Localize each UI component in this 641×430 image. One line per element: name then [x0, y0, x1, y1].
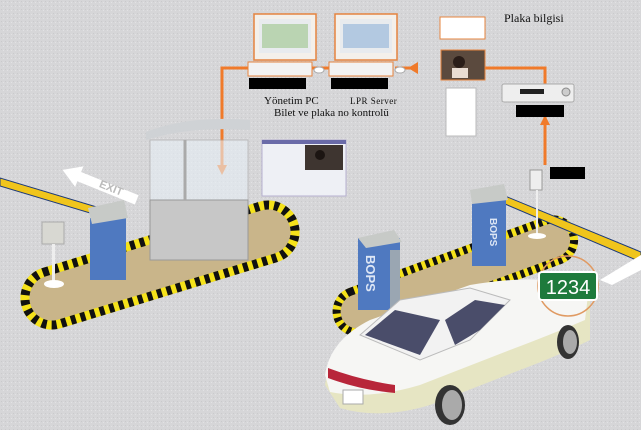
ticket-reader-left [41, 221, 65, 288]
management-pc-label: Yönetim PC [264, 95, 319, 107]
entry-arrow-icon [600, 255, 641, 285]
arrow-left-icon [408, 62, 418, 74]
plate-image-card [439, 16, 486, 40]
plate-info-label: Plaka bilgisi [504, 11, 564, 25]
license-plate [538, 271, 598, 301]
redacted-label-4 [550, 167, 585, 179]
redacted-label-1 [249, 78, 306, 89]
exit-arrow-icon [62, 166, 139, 205]
entry-gate-terminal: BOPS [470, 184, 508, 266]
car [325, 279, 590, 425]
exit-gate [88, 200, 128, 280]
software-screenshot [261, 139, 347, 197]
ticket-dispenser-terminal: BOPS [358, 230, 402, 310]
plate-number: 1234 [546, 277, 591, 299]
bops-label-gate: BOPS [487, 218, 498, 247]
lpr-server-label: LPR Server [350, 96, 398, 106]
redacted-label-3 [516, 105, 564, 117]
arrow-up-icon [540, 115, 550, 125]
bops-label-dispenser: BOPS [363, 255, 378, 292]
entry-camera-icon [528, 169, 546, 239]
camera-controller-icon [501, 83, 575, 103]
toll-booth [146, 118, 250, 261]
ticket-card [445, 87, 477, 137]
lpr-server-icon [328, 13, 406, 77]
ticket-plate-check-label: Bilet ve plaka no kontrolü [274, 107, 389, 119]
management-pc-icon [247, 13, 325, 77]
redacted-label-2 [331, 78, 388, 89]
